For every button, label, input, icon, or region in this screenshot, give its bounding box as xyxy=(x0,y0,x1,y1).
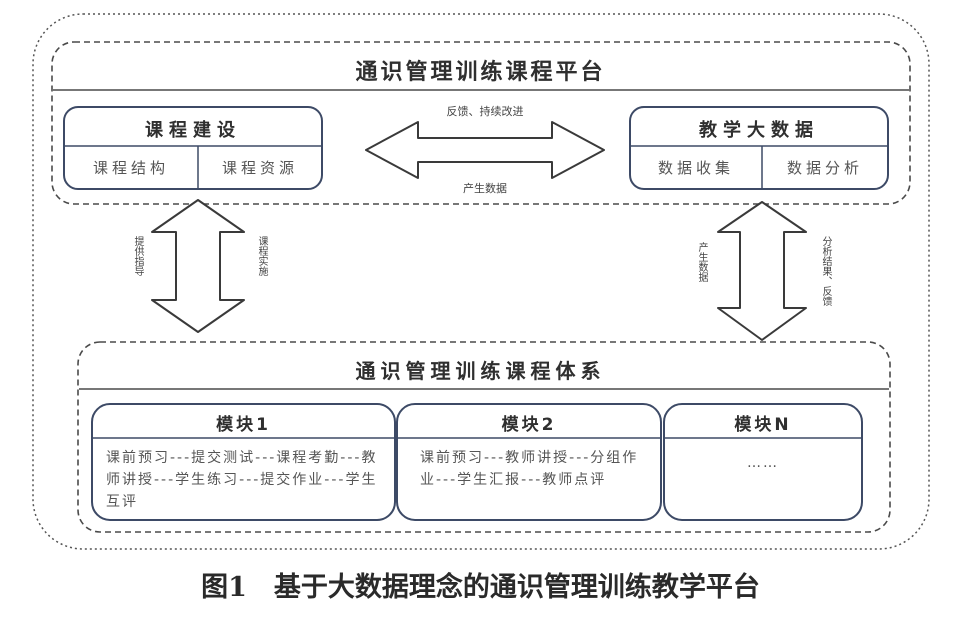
module-n-title: 模块N xyxy=(734,415,792,435)
system-frame xyxy=(77,341,891,533)
module-2-box xyxy=(396,403,662,521)
module-2-text: 课前预习---教师讲授---分组作业---学生汇报---教师点评 xyxy=(420,450,639,488)
left-arrow-label-2: 课程实施 xyxy=(256,236,267,276)
system-title: 通识管理训练课程体系 xyxy=(355,359,606,383)
course-building-box xyxy=(63,106,323,190)
course-structure-cell: 课程结构 xyxy=(92,159,169,177)
module-n-box xyxy=(663,403,863,521)
arrow-bottom-label: 产生数据 xyxy=(463,182,507,195)
module-2-title: 模块2 xyxy=(501,415,557,435)
right-arrow-label-2: 分析结果、反馈 xyxy=(820,236,831,306)
data-analysis-cell: 数据分析 xyxy=(786,159,863,177)
outer-frame xyxy=(32,13,930,550)
right-vertical-double-arrow xyxy=(717,201,807,341)
big-data-box xyxy=(629,106,889,190)
right-arrow-label-1: 产生数据 xyxy=(696,242,707,282)
figure-caption: 图1 基于大数据理念的通识管理训练教学平台 xyxy=(201,572,760,603)
data-collection-cell: 数据收集 xyxy=(657,159,734,177)
course-building-title: 课程建设 xyxy=(145,120,241,141)
module-1-title: 模块1 xyxy=(216,415,271,435)
module-1-text: 课前预习---提交测试---课程考勤---教师讲授---学生练习---提交作业-… xyxy=(106,450,378,510)
left-arrow-label-1: 提供指导 xyxy=(132,236,143,276)
module-n-text: …… xyxy=(747,455,779,471)
platform-title: 通识管理训练课程平台 xyxy=(355,60,606,85)
left-vertical-double-arrow xyxy=(151,199,245,333)
arrow-top-label: 反馈、持续改进 xyxy=(446,105,524,118)
course-resources-cell: 课程资源 xyxy=(221,159,298,177)
horizontal-double-arrow xyxy=(365,121,605,179)
big-data-title: 教学大数据 xyxy=(699,120,819,141)
module-1-box xyxy=(91,403,396,521)
